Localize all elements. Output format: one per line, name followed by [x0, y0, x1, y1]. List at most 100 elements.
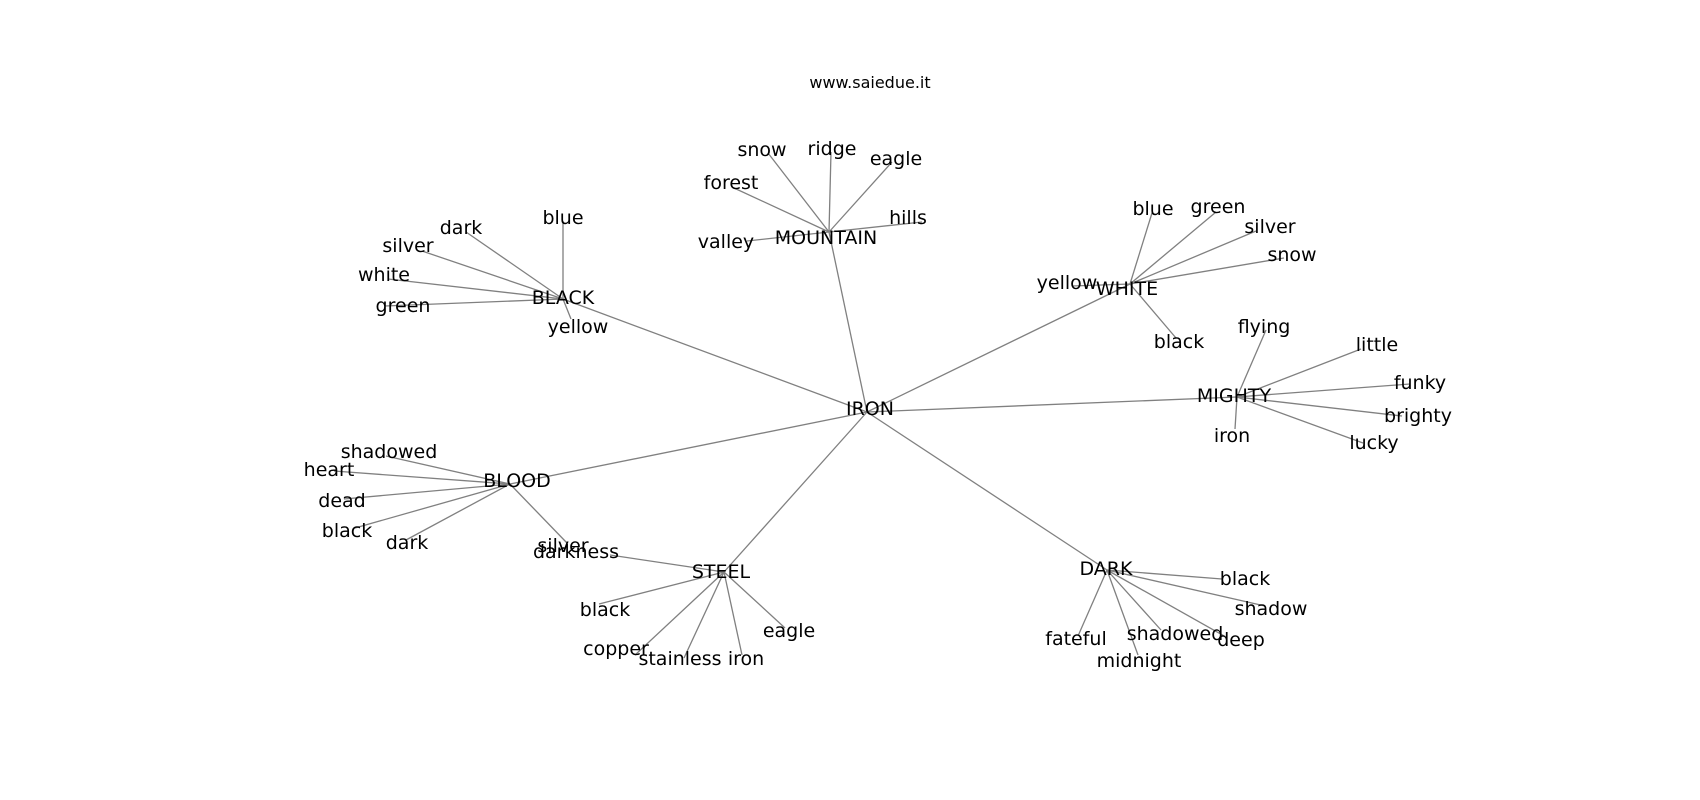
edge-mountain-snow: [767, 152, 830, 233]
node-leaf-dark-midnight: midnight: [1097, 650, 1182, 672]
node-hub-mountain: MOUNTAIN: [775, 227, 877, 249]
edge-steel-copper: [634, 571, 725, 656]
edge-iron-blood: [509, 411, 868, 485]
edge-mountain-forest: [733, 187, 830, 233]
node-leaf-white-silver: silver: [1244, 216, 1295, 238]
edge-iron-steel: [723, 411, 868, 573]
node-leaf-dark-fateful: fateful: [1045, 628, 1106, 650]
node-leaf-dark-deep: deep: [1217, 629, 1265, 651]
node-leaf-mighty-little: little: [1356, 334, 1398, 356]
edge-black-silver: [421, 250, 564, 300]
node-leaf-steel-iron: iron: [728, 648, 764, 670]
edge-dark-shadow: [1106, 569, 1266, 607]
edge-mountain-ridge: [828, 151, 832, 233]
node-leaf-dark-shadow: shadow: [1235, 598, 1308, 620]
edge-blood-dead: [343, 483, 511, 500]
edge-mighty-iron: [1234, 396, 1238, 430]
edge-iron-mountain: [828, 231, 868, 413]
edge-blood-dark: [405, 483, 511, 541]
node-hub-steel: STEEL: [692, 561, 751, 583]
edge-mountain-hills: [828, 221, 923, 233]
node-leaf-white-black: black: [1154, 331, 1204, 353]
node-leaf-black-silver: silver: [382, 235, 433, 257]
node-hub-blood: BLOOD: [483, 470, 550, 492]
node-leaf-mighty-lucky: lucky: [1349, 432, 1398, 454]
edges-layer: [333, 151, 1411, 659]
node-leaf-mountain-snow: snow: [737, 139, 786, 161]
edge-white-blue: [1129, 212, 1153, 285]
node-hub-dark: DARK: [1080, 558, 1133, 580]
edge-dark-fateful: [1077, 569, 1108, 637]
edge-black-green: [384, 298, 564, 307]
edge-white-silver: [1129, 230, 1257, 285]
edge-dark-black: [1106, 569, 1223, 580]
edge-steel-darkness: [609, 554, 725, 573]
edge-black-yellow: [562, 298, 572, 320]
edge-mountain-eagle: [828, 161, 893, 233]
node-leaf-mountain-hills: hills: [889, 207, 927, 229]
edge-dark-deep: [1106, 569, 1227, 638]
node-hub-black: BLACK: [532, 287, 595, 309]
edge-white-snow: [1129, 257, 1285, 285]
node-leaf-steel-eagle: eagle: [763, 620, 815, 642]
edge-mighty-flying: [1236, 329, 1267, 398]
node-leaf-blood-shadowed: shadowed: [341, 441, 438, 463]
node-leaf-mighty-funky: funky: [1394, 372, 1446, 394]
edge-blood-heart: [333, 470, 511, 485]
node-leaf-mountain-ridge: ridge: [808, 138, 857, 160]
node-root-iron: IRON: [846, 398, 894, 420]
node-leaf-dark-shadowed: shadowed: [1127, 623, 1224, 645]
site-watermark: www.saiedue.it: [809, 73, 930, 92]
node-leaf-white-blue: blue: [1132, 198, 1173, 220]
edge-white-yellow: [1071, 283, 1131, 287]
node-leaf-steel-darkness: darkness: [533, 541, 619, 563]
node-hub-mighty: MIGHTY: [1197, 385, 1272, 407]
node-leaf-steel-stainless: stainless: [638, 648, 721, 670]
edge-iron-white: [866, 283, 1131, 413]
node-leaf-mighty-iron: iron: [1214, 425, 1250, 447]
edge-mighty-brighty: [1236, 396, 1403, 417]
node-leaf-mountain-eagle: eagle: [870, 148, 922, 170]
node-hub-white: WHITE: [1096, 278, 1158, 300]
edge-iron-mighty: [866, 396, 1238, 413]
edge-dark-shadowed: [1106, 569, 1162, 631]
edge-mighty-lucky: [1236, 396, 1364, 444]
edge-iron-black: [562, 298, 868, 413]
node-leaf-white-yellow: yellow: [1037, 272, 1098, 294]
edge-blood-shadowed: [385, 455, 511, 485]
edge-iron-dark: [866, 411, 1108, 571]
edge-steel-black: [598, 571, 725, 605]
node-leaf-mountain-valley: valley: [698, 231, 754, 253]
edge-mighty-funky: [1236, 383, 1411, 398]
node-leaf-blood-silver: silver: [537, 535, 588, 557]
node-leaf-white-green: green: [1191, 196, 1246, 218]
edge-mountain-valley: [746, 231, 830, 242]
node-leaf-blood-heart: heart: [304, 459, 355, 481]
node-leaf-blood-dark: dark: [386, 532, 429, 554]
edge-black-dark: [465, 231, 564, 300]
node-leaf-blood-dead: dead: [318, 490, 365, 512]
node-leaf-black-green: green: [376, 295, 431, 317]
edge-mighty-little: [1236, 348, 1362, 398]
node-leaf-black-white: white: [358, 264, 410, 286]
node-leaf-dark-black: black: [1220, 568, 1270, 590]
node-leaf-blood-black: black: [322, 520, 372, 542]
edge-white-black: [1129, 283, 1177, 339]
node-leaf-black-dark: dark: [440, 217, 483, 239]
edge-steel-stainless: [683, 571, 725, 659]
edge-black-white: [387, 278, 564, 300]
node-leaf-steel-black: black: [580, 599, 630, 621]
node-leaf-steel-copper: copper: [583, 638, 649, 660]
edge-white-green: [1129, 211, 1217, 285]
node-leaf-black-blue: blue: [542, 207, 583, 229]
edge-steel-eagle: [723, 571, 786, 629]
edge-blood-silver: [509, 483, 568, 544]
node-leaf-white-snow: snow: [1267, 244, 1316, 266]
node-leaf-mighty-flying: flying: [1238, 316, 1291, 338]
node-leaf-black-yellow: yellow: [548, 316, 609, 338]
edge-dark-midnight: [1106, 569, 1139, 656]
edge-blood-black: [354, 483, 511, 529]
edge-steel-iron: [723, 571, 743, 656]
